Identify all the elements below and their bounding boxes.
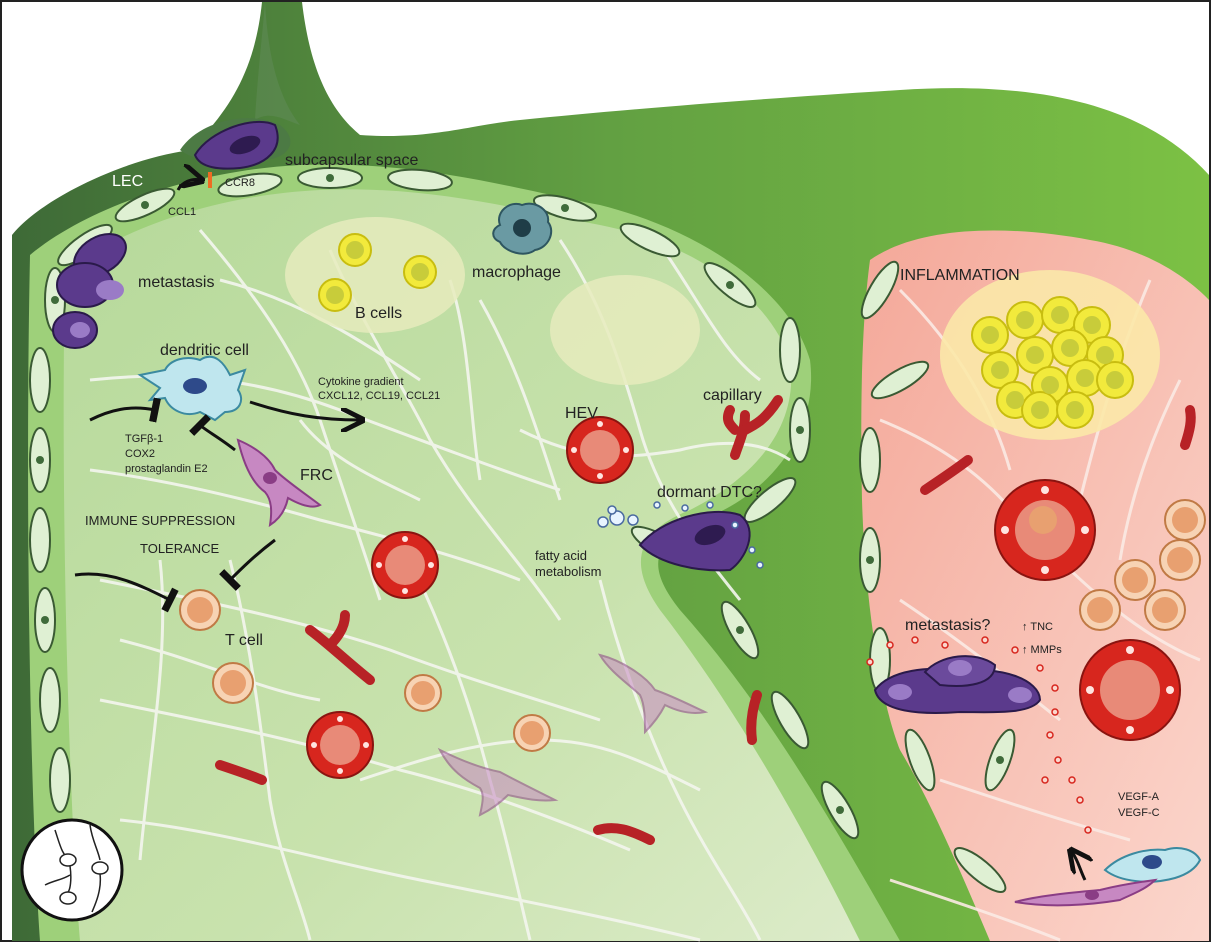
macrophage-label: macrophage: [472, 264, 561, 281]
metastasis-q-label: metastasis?: [905, 617, 990, 634]
dendritic-cell-label: dendritic cell: [160, 342, 249, 359]
t-cell-label: T cell: [225, 632, 263, 649]
immune-suppression-label: IMMUNE SUPPRESSION: [85, 513, 235, 528]
follicle-2: [550, 275, 700, 385]
fatty-acid-label-1: fatty acid: [535, 548, 587, 563]
vegf-a-label: VEGF-A: [1118, 791, 1160, 803]
b-cells-label: B cells: [355, 305, 402, 322]
inflammation-label: INFLAMMATION: [900, 267, 1020, 284]
pge2-label: prostaglandin E2: [125, 463, 208, 475]
ccl1-label: CCL1: [168, 206, 196, 218]
mmps-label: ↑ MMPs: [1022, 644, 1062, 656]
frc-label: FRC: [300, 467, 333, 484]
capillary-label: capillary: [703, 387, 762, 404]
macrophage: [493, 204, 551, 254]
lec-label: LEC: [112, 173, 143, 190]
tnc-label: ↑ TNC: [1022, 621, 1053, 633]
hev-label: HEV: [565, 405, 598, 422]
tgfb-label: TGFβ-1: [125, 433, 163, 445]
tolerance-label: TOLERANCE: [140, 541, 220, 556]
metastasis-label: metastasis: [138, 274, 214, 291]
subcapsular-space-label: subcapsular space: [285, 152, 419, 169]
cytokine-label-2: CXCL12, CCL19, CCL21: [318, 390, 440, 402]
vegf-c-label: VEGF-C: [1118, 807, 1160, 819]
ccr8-label: CCR8: [225, 177, 255, 189]
inset-icon: [22, 820, 122, 920]
fatty-acid-label-2: metabolism: [535, 564, 601, 579]
cox2-label: COX2: [125, 448, 155, 460]
dormant-dtc-label: dormant DTC?: [657, 484, 762, 501]
cytokine-label-1: Cytokine gradient: [318, 376, 404, 388]
